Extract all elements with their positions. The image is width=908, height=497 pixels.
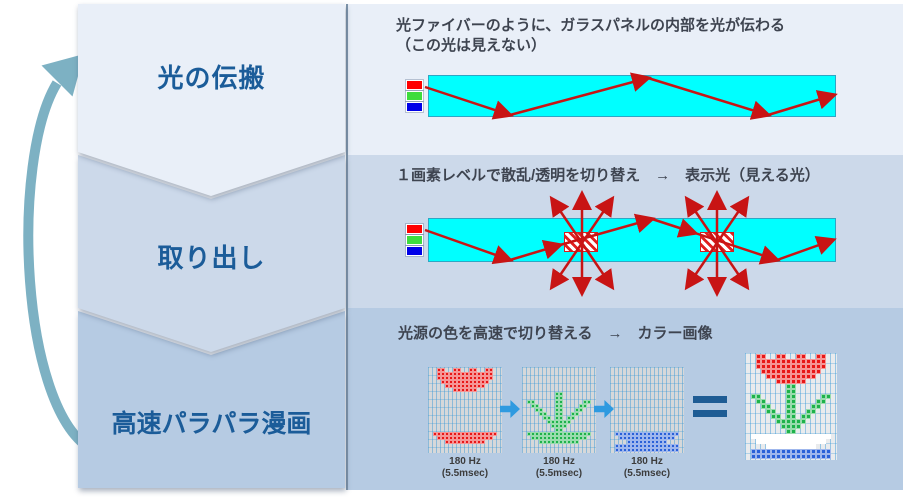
frame-rate-label: 180 Hz (5.5msec) bbox=[514, 456, 604, 480]
cycle-arrow-icon bbox=[23, 54, 96, 455]
period-label: (5.5msec) bbox=[535, 468, 583, 479]
rgb-light-source bbox=[405, 79, 424, 113]
divider-line bbox=[346, 4, 348, 490]
frame-rate-label: 180 Hz (5.5msec) bbox=[420, 456, 510, 480]
light-ray-scatter-icon bbox=[424, 190, 837, 297]
pixel-frame-color-result bbox=[745, 353, 837, 460]
hz-label: 180 Hz bbox=[543, 456, 575, 467]
heading-propagation-line1: 光ファイバーのように、ガラスパネルの内部を光が伝わる bbox=[396, 17, 785, 34]
diagram-propagation bbox=[398, 72, 848, 132]
rgb-light-source bbox=[405, 223, 424, 257]
heading-extraction: １画素レベルで散乱/透明を切り替え → 表示光（見える光） bbox=[396, 167, 820, 184]
green-led-icon bbox=[405, 90, 424, 102]
diagram-extraction bbox=[398, 190, 848, 305]
heading-propagation-line2: （この光は見えない） bbox=[396, 37, 547, 54]
equals-icon bbox=[693, 396, 727, 417]
pixel-frame-red bbox=[428, 367, 502, 453]
red-led-icon bbox=[405, 223, 424, 235]
step-panel-propagation bbox=[78, 4, 345, 196]
blue-led-icon bbox=[405, 245, 424, 257]
heading-flipbook: 光源の色を高速で切り替える → カラー画像 bbox=[398, 325, 713, 342]
heading-propagation: 光ファイバーのように、ガラスパネルの内部を光が伝わる （この光は見えない） bbox=[396, 16, 785, 56]
pixel-frame-blue bbox=[610, 367, 684, 453]
hz-label: 180 Hz bbox=[631, 456, 663, 467]
green-led-icon bbox=[405, 234, 424, 246]
pixel-frame-green bbox=[522, 367, 596, 453]
step-label-propagation: 光の伝搬 bbox=[157, 63, 266, 93]
red-led-icon bbox=[405, 79, 424, 91]
frame-rate-label: 180 Hz (5.5msec) bbox=[602, 456, 692, 480]
period-label: (5.5msec) bbox=[623, 468, 671, 479]
light-ray-zigzag-icon bbox=[424, 72, 838, 120]
blue-led-icon bbox=[405, 101, 424, 113]
step-label-flipbook: 高速パラパラ漫画 bbox=[111, 410, 312, 438]
step-label-extraction: 取り出し bbox=[157, 243, 266, 273]
hz-label: 180 Hz bbox=[449, 456, 481, 467]
period-label: (5.5msec) bbox=[441, 468, 489, 479]
